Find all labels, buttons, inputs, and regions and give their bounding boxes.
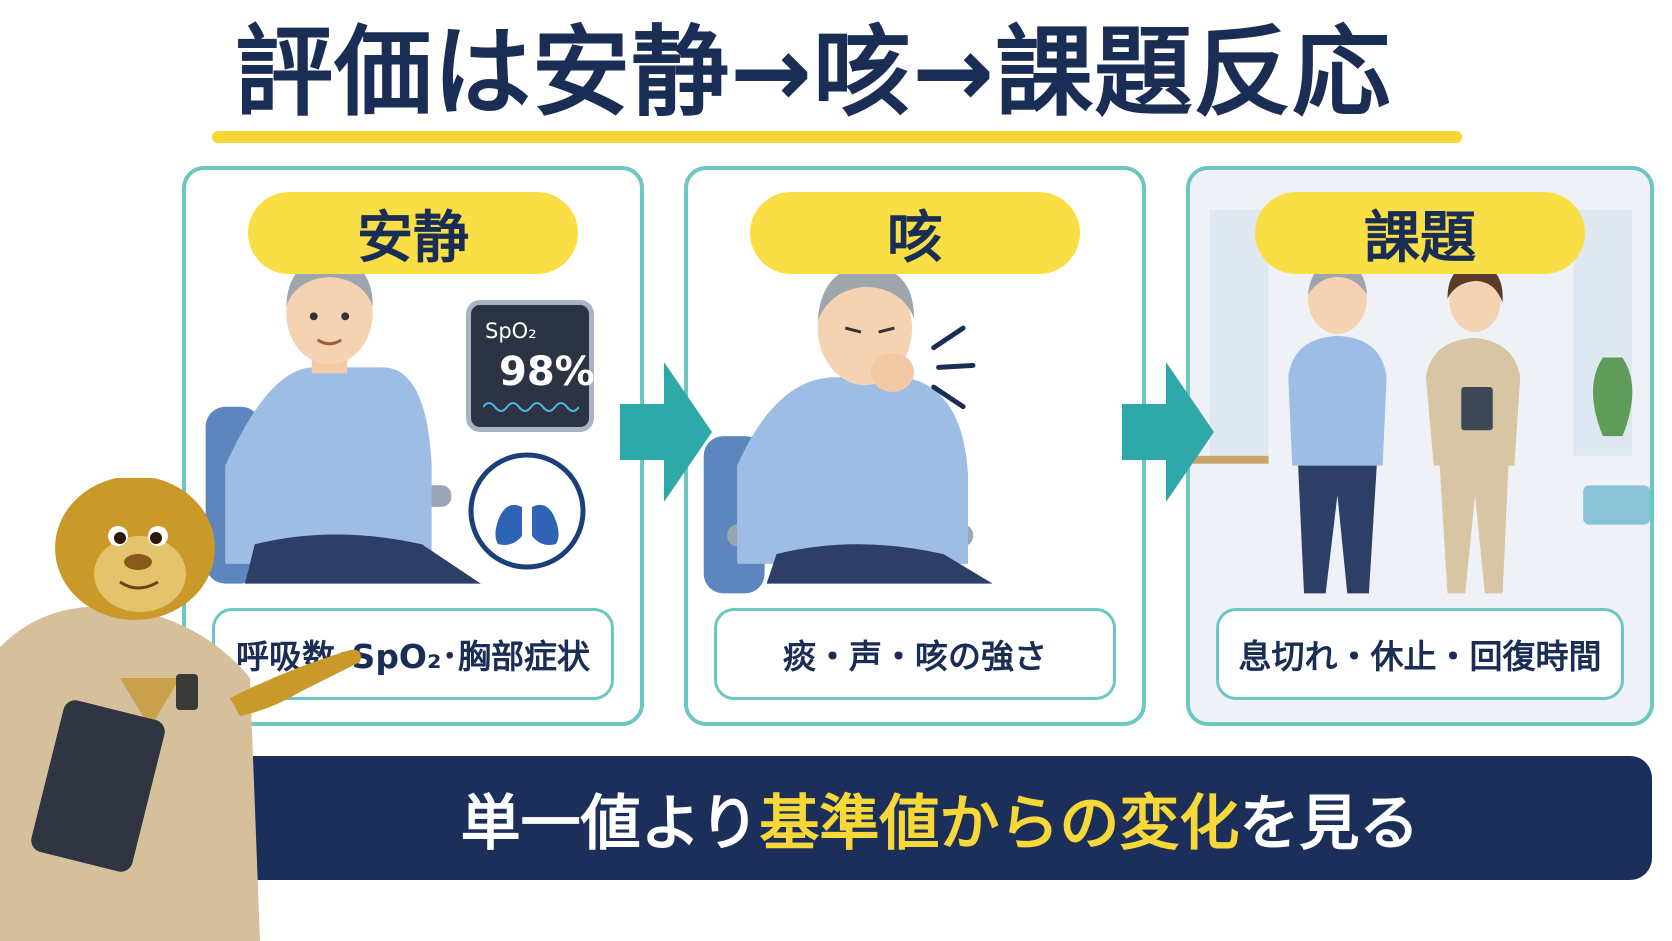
pulse-wave-icon [483,402,579,412]
panel-cough: 咳 痰・声・咳の強さ [684,166,1146,726]
banner-highlight-baseline: 基準値 [759,788,940,859]
banner-highlight-change: の変化 [1059,788,1240,859]
panel-cough-caption: 痰・声・咳の強さ [714,608,1116,700]
arrow-right-icon [620,362,712,502]
panel-task: 課題 息切れ・休止・回復時間 [1186,166,1654,726]
summary-banner: 単一値より 基準値 から の変化 を見る [228,756,1652,880]
coughing-patient-illustration [703,265,993,594]
spo2-monitor-value: 98% [499,349,595,395]
spo2-monitor: SpO₂ 98% [466,300,595,432]
spo2-monitor-label: SpO₂ [485,319,537,343]
panel-task-label: 課題 [1255,192,1585,274]
banner-text-from: から [939,788,1060,859]
lungs-icon [468,452,586,570]
banner-text-pre: 単一値より [460,788,760,859]
title-underline [212,131,1462,143]
arrow-right-icon [1122,362,1214,502]
panel-task-caption: 息切れ・休止・回復時間 [1216,608,1624,700]
gorilla-mascot [0,478,361,941]
panel-rest-label: 安静 [248,192,578,274]
panel-cough-label: 咳 [750,192,1080,274]
banner-text-post: を見る [1239,788,1420,859]
panel-rest-caption: 呼吸数･SpO₂･胸部症状 [212,608,614,700]
page-title: 評価は安静→咳→課題反応 [235,16,1392,130]
panel-rest: 安静 SpO₂ 98% 呼吸数･SpO₂･胸部症状 [182,166,644,726]
